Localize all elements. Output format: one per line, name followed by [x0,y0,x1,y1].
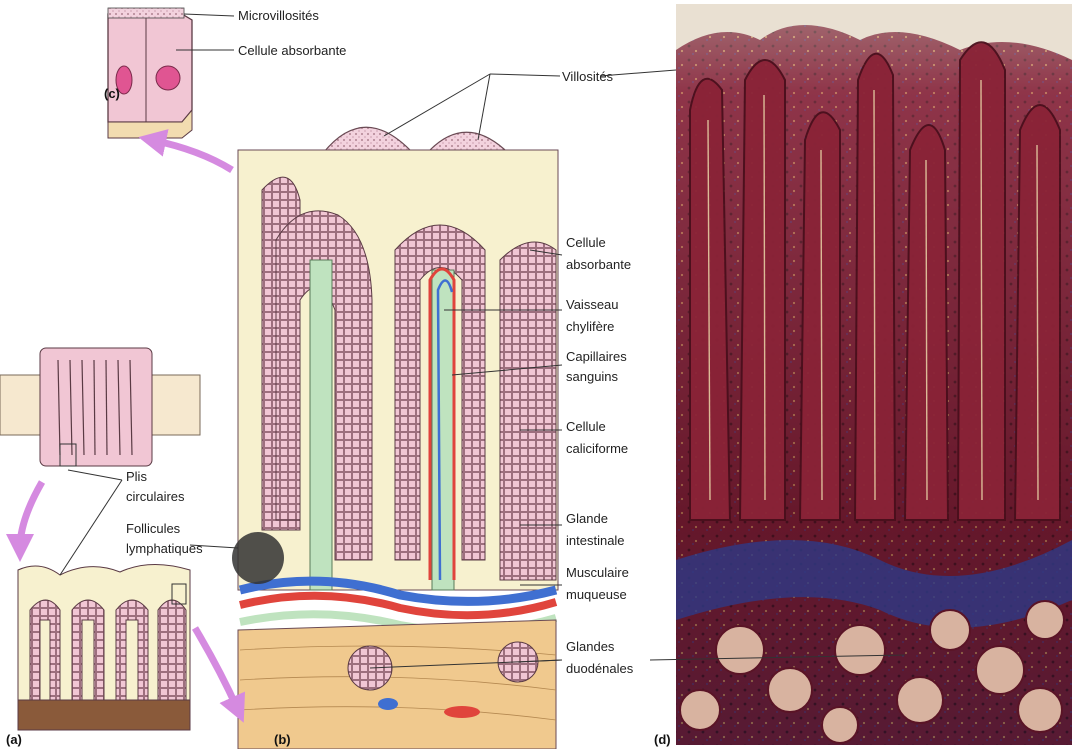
label-capillaires-line2: sanguins [566,369,619,384]
label-cellule-absorbante-b-line1: Cellule [566,235,606,250]
label-duodenales-line1: Glandes [566,639,615,654]
label-plis-line1: Plis [126,469,147,484]
label-duodenales-line2: duodénales [566,661,634,676]
panel-label-d: (d) [654,732,671,747]
cell-block-c [108,8,192,138]
label-cellule-absorbante-c: Cellule absorbante [238,43,346,58]
label-vaisseau-line1: Vaisseau [566,297,619,312]
label-caliciforme-line1: Cellule [566,419,606,434]
intestine-tube-a [0,348,200,466]
arrow-to-wall [20,482,42,548]
panel-label-a: (a) [6,732,22,747]
label-plis-line2: circulaires [126,489,185,504]
label-glande-line1: Glande [566,511,608,526]
label-capillaires-line1: Capillaires [566,349,627,364]
label-villosites: Villosités [562,69,614,84]
label-follicules-line2: lymphatiques [126,541,203,556]
label-vaisseau-line2: chylifère [566,319,614,334]
histology-photo [676,4,1072,745]
panel-label-b: (b) [274,732,291,747]
arrow-to-b [195,628,238,710]
label-follicules-line1: Follicules [126,521,181,536]
label-glande-line2: intestinale [566,533,625,548]
intestine-wall-a [18,564,190,730]
panel-label-c: (c) [104,86,120,101]
arrow-to-c [152,140,232,170]
label-musculaire-line1: Musculaire [566,565,629,580]
label-caliciforme-line2: caliciforme [566,441,628,456]
label-microvillosites: Microvillosités [238,8,319,23]
label-cellule-absorbante-b-line2: absorbante [566,257,631,272]
label-musculaire-line2: muqueuse [566,587,627,602]
villi-block-b [232,127,558,749]
